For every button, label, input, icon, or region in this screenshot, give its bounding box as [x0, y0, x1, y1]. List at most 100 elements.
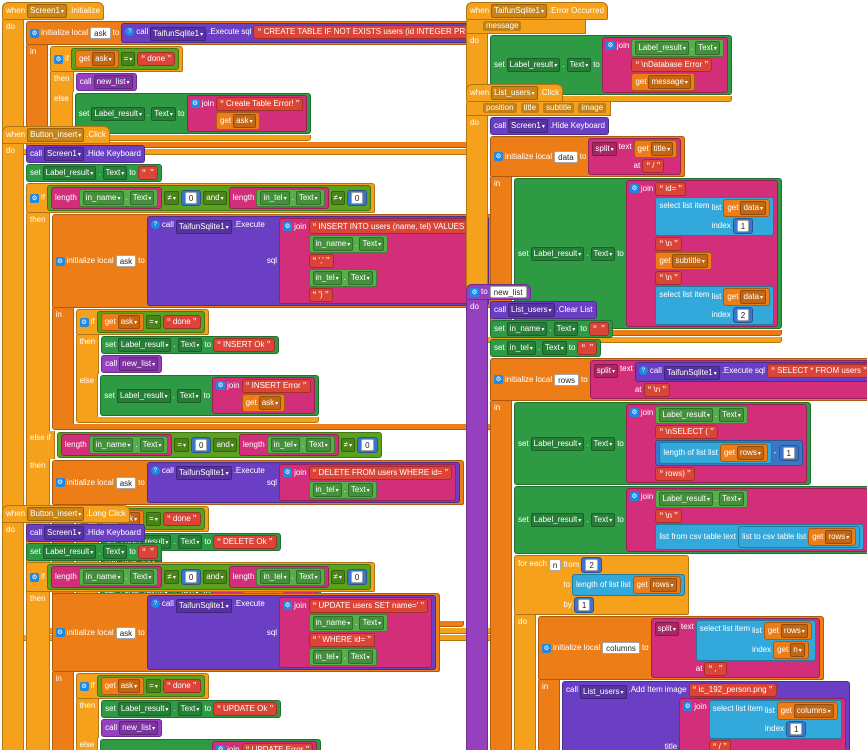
component-property-block[interactable]: in_tel.Text: [308, 648, 377, 666]
dropdown-field[interactable]: Label_result: [530, 246, 585, 261]
text-block[interactable]: ⚙join“INSERT INTO users (name, tel) VALU…: [279, 218, 485, 304]
mutator-gear-icon[interactable]: ⚙: [216, 381, 226, 390]
dropdown-field[interactable]: rows: [780, 624, 808, 638]
dropdown-field[interactable]: Label_result: [117, 338, 172, 352]
number-block[interactable]: 2: [581, 557, 602, 573]
variable-block[interactable]: ⚙initialize localcolumnstosplittextselec…: [538, 616, 824, 680]
dropdown-field[interactable]: Text: [590, 513, 616, 527]
number-block[interactable]: 0: [346, 569, 368, 585]
dropdown-field[interactable]: ask: [117, 315, 141, 329]
number-block[interactable]: 2: [732, 307, 754, 323]
dropdown-field[interactable]: List_users: [491, 86, 538, 100]
dropdown-field[interactable]: Text: [347, 650, 373, 664]
dropdown-field[interactable]: in_tel: [270, 438, 300, 452]
dropdown-field[interactable]: Label_result: [659, 492, 713, 506]
mutator-gear-icon[interactable]: ⚙: [55, 628, 65, 637]
dropdown-field[interactable]: rows: [736, 446, 764, 460]
dropdown-field[interactable]: and: [203, 570, 227, 584]
dropdown-field[interactable]: ≠: [340, 438, 356, 452]
dropdown-field[interactable]: Text: [359, 237, 385, 251]
dropdown-field[interactable]: in_name: [312, 237, 354, 251]
control-block-container[interactable]: ⚙ifgetask=“done”thensetLabel_result.Text…: [75, 673, 322, 750]
dropdown-field[interactable]: Text: [295, 570, 321, 584]
dropdown-field[interactable]: Text: [306, 438, 331, 452]
number-block[interactable]: 0: [180, 190, 202, 206]
dropdown-field[interactable]: in_name: [506, 322, 548, 336]
dropdown-field[interactable]: Label_result: [506, 58, 561, 72]
mutator-gear-icon[interactable]: ⚙: [283, 468, 293, 477]
string-block[interactable]: “id= ”: [655, 182, 687, 196]
control-block-container[interactable]: ⚙iflengthin_name.Text≠0andlengthin_tel.T…: [26, 562, 441, 750]
param-subtitle[interactable]: subtitle: [543, 103, 575, 113]
string-block[interactable]: “ rows)”: [655, 467, 695, 481]
variable-block-container[interactable]: ⚙initialize localdatatosplittextgettitle…: [490, 136, 783, 336]
string-block[interactable]: “UPDATE users SET name='”: [308, 599, 429, 613]
text-block[interactable]: splittextgettitleat“ / ”: [588, 138, 682, 175]
string-block[interactable]: “Create Table Error! ”: [216, 97, 304, 111]
string-block[interactable]: “done”: [162, 315, 201, 329]
dropdown-field[interactable]: Screen1: [27, 4, 67, 18]
string-block[interactable]: “done”: [137, 52, 176, 66]
dropdown-field[interactable]: Text: [542, 341, 567, 355]
component-property-block[interactable]: in_name.Text: [78, 568, 159, 586]
text-field[interactable]: ask: [115, 476, 137, 489]
variable-block[interactable]: ⚙initialize localdatatosplittextgettitle…: [490, 136, 686, 177]
string-block[interactable]: “UPDATE Ok”: [213, 702, 278, 716]
mutator-gear-icon[interactable]: ⚙: [190, 99, 200, 108]
string-block[interactable]: “\n”: [655, 237, 682, 251]
dropdown-field[interactable]: Button_insert: [27, 128, 85, 142]
number-field[interactable]: 0: [184, 571, 198, 583]
dropdown-field[interactable]: Label_result: [91, 106, 145, 121]
string-block[interactable]: “DELETE FROM users WHERE id=”: [308, 466, 453, 480]
dropdown-field[interactable]: Text: [176, 388, 202, 403]
number-field[interactable]: 0: [195, 439, 208, 451]
component-property-block[interactable]: in_tel.Text: [256, 189, 325, 207]
dropdown-field[interactable]: ask: [117, 679, 141, 693]
number-field[interactable]: 0: [350, 571, 364, 583]
text-field[interactable]: ask: [90, 27, 111, 39]
component-property-block[interactable]: Label_result.Text: [655, 490, 748, 508]
dropdown-field[interactable]: Text: [102, 166, 128, 180]
mutator-gear-icon[interactable]: ⚙: [683, 702, 693, 711]
dropdown-field[interactable]: Label_result: [116, 388, 171, 403]
dropdown-field[interactable]: Label_result: [635, 41, 689, 55]
list-block[interactable]: select list itemlistgetdataindex2: [655, 286, 775, 325]
text-field[interactable]: rows: [554, 373, 580, 386]
number-block[interactable]: 0: [191, 437, 212, 453]
help-icon[interactable]: ?: [150, 220, 160, 229]
dropdown-field[interactable]: rows: [825, 530, 853, 544]
number-field[interactable]: 0: [184, 192, 198, 204]
mutator-gear-icon[interactable]: ⚙: [283, 601, 293, 610]
dropdown-field[interactable]: ≠: [164, 570, 179, 584]
dropdown-field[interactable]: in_tel: [506, 341, 536, 355]
